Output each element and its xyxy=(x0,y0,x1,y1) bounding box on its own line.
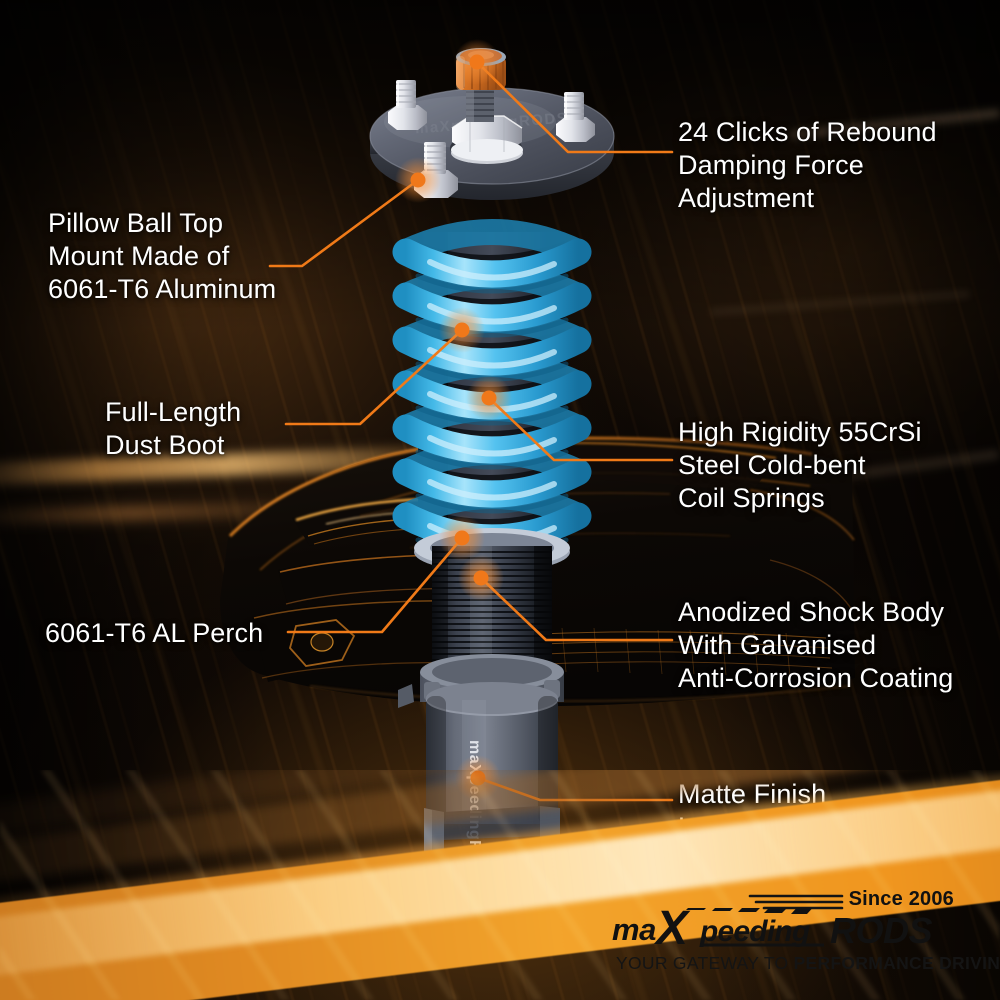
logo-tagline: YOUR GATEWAY TO PERFORMANCE DRIVING xyxy=(616,953,1000,974)
band-diagonal-streaks xyxy=(0,770,1000,1000)
svg-text:peeding: peeding xyxy=(699,915,810,948)
logo-since-text: Since 2006 xyxy=(848,888,954,910)
svg-text:RODS: RODS xyxy=(830,910,932,948)
callout-label-rebound-damping: 24 Clicks of Rebound Damping Force Adjus… xyxy=(678,117,937,213)
logo-tagline-light: YOUR GATEWAY TO xyxy=(616,953,794,973)
callout-label-full-length-dust-boot: Full-Length Dust Boot xyxy=(105,397,242,460)
logo-tagline-bold: PERFORMANCE DRIVING xyxy=(793,953,1000,973)
callout-label-anodized-shock-body: Anodized Shock Body With Galvanised Anti… xyxy=(678,597,954,693)
callout-label-pillow-ball-top-mount: Pillow Ball Top Mount Made of 6061-T6 Al… xyxy=(48,208,277,304)
svg-text:X: X xyxy=(653,908,691,948)
logo-wordmark: ma X peeding RODS xyxy=(612,908,933,948)
callout-label-coil-springs: High Rigidity 55CrSi Steel Cold-bent Coi… xyxy=(678,417,922,513)
brand-logo: Since 2006 ma X peeding RODS YOUR GATEWA… xyxy=(612,888,1000,973)
callout-label-al-perch: 6061-T6 AL Perch xyxy=(45,618,264,648)
bottom-orange-band xyxy=(0,770,1000,1000)
svg-text:ma: ma xyxy=(612,912,656,947)
